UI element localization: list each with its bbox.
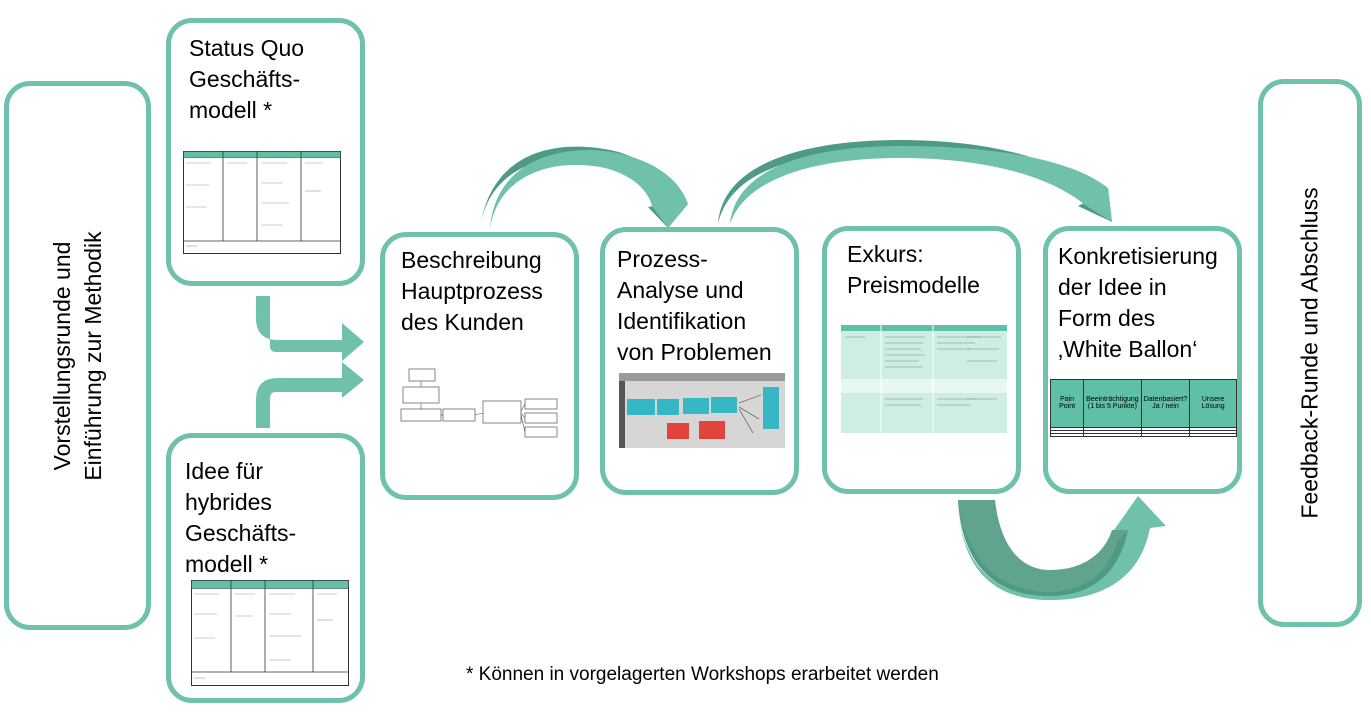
- table-header: Beeinträchtigung (1 bis 5 Punkte): [1083, 379, 1142, 428]
- sticky-notes-photo-thumbnail: [619, 373, 785, 448]
- business-model-canvas-thumbnail: [183, 151, 341, 254]
- konkret-label: Konkretisierung der Idee in Form des ‚Wh…: [1058, 243, 1218, 362]
- table-row: [1049, 432, 1237, 438]
- prozess-box: Prozess- Analyse und Identifikation von …: [600, 227, 799, 495]
- exkurs-box: Exkurs: Preismodelle: [822, 226, 1021, 494]
- arrow-idee-to-beschreibung: [256, 362, 364, 428]
- white-ballon-table: Pain Point Beeinträchtigung (1 bis 5 Pun…: [1049, 379, 1237, 438]
- exkurs-label: Exkurs: Preismodelle: [847, 241, 980, 298]
- arrow-exkurs-to-konkret: [958, 496, 1166, 600]
- business-model-canvas-thumbnail: [191, 580, 349, 686]
- intro-label: Vorstellungsrunde und Einführung zur Met…: [48, 230, 106, 481]
- table-header: Unsere Lösung: [1189, 379, 1237, 428]
- feedback-box: Feedback-Runde und Abschluss: [1258, 79, 1362, 627]
- konkret-box: Konkretisierung der Idee in Form des ‚Wh…: [1043, 226, 1242, 494]
- intro-box: Vorstellungsrunde und Einführung zur Met…: [4, 81, 151, 630]
- arrow-beschreibung-to-prozess: [480, 146, 688, 228]
- status-quo-box: Status Quo Geschäfts- modell *: [166, 18, 365, 286]
- status-quo-label: Status Quo Geschäfts- modell *: [189, 35, 305, 123]
- table-header: Datenbasiert? Ja / nein: [1140, 379, 1191, 428]
- idee-box: Idee für hybrides Geschäfts- modell *: [166, 433, 365, 703]
- arrow-prozess-to-konkret: [718, 140, 1112, 224]
- idee-label: Idee für hybrides Geschäfts- modell *: [185, 458, 297, 577]
- feedback-label: Feedback-Runde und Abschluss: [1296, 187, 1323, 519]
- prozess-label: Prozess- Analyse und Identifikation von …: [617, 246, 772, 365]
- table-header: Pain Point: [1049, 379, 1085, 428]
- footnote: * Können in vorgelagerten Workshops erar…: [466, 664, 939, 685]
- beschreibung-box: Beschreibung Hauptprozess des Kunden: [380, 232, 579, 500]
- price-model-table-thumbnail: [841, 325, 1007, 433]
- process-flow-thumbnail: [399, 365, 559, 445]
- arrow-statusquo-to-beschreibung: [256, 296, 364, 361]
- beschreibung-label: Beschreibung Hauptprozess des Kunden: [401, 247, 543, 335]
